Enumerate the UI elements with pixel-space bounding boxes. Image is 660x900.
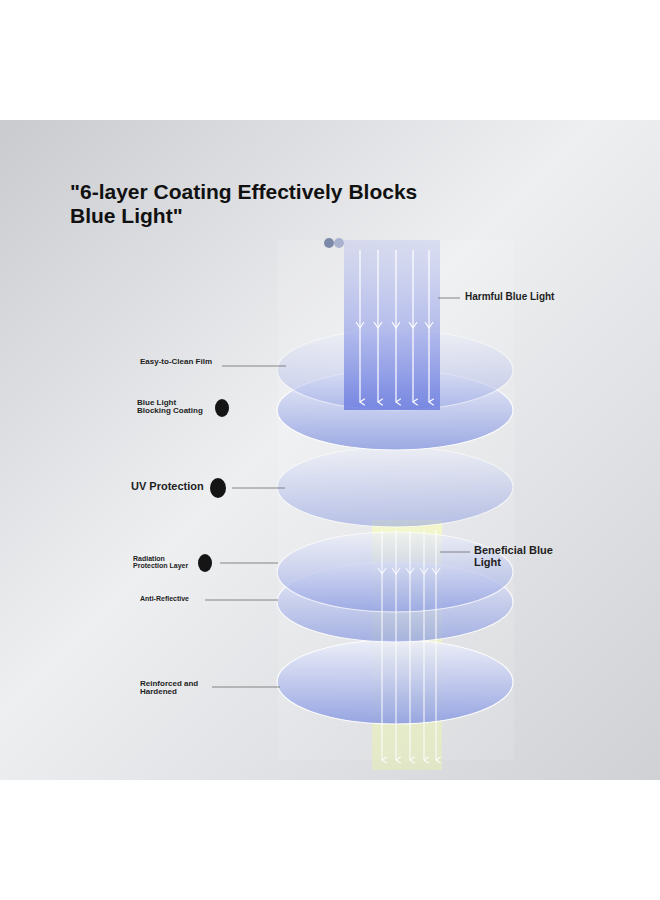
part-label: Radiation Protection Layer — [133, 555, 199, 570]
part-label: Beneficial Blue Light — [474, 545, 564, 568]
title: "6-layer Coating Effectively Blocks Blue… — [70, 180, 430, 228]
part-label: Easy-to-Clean Film — [140, 358, 212, 366]
part-label: UV Protection — [131, 481, 204, 493]
part-label: Blue Light Blocking Coating — [137, 399, 211, 416]
part-label: Reinforced and Hardened — [140, 680, 208, 697]
part-label: Harmful Blue Light — [465, 292, 554, 303]
part-label: Anti-Reflective — [140, 595, 189, 602]
